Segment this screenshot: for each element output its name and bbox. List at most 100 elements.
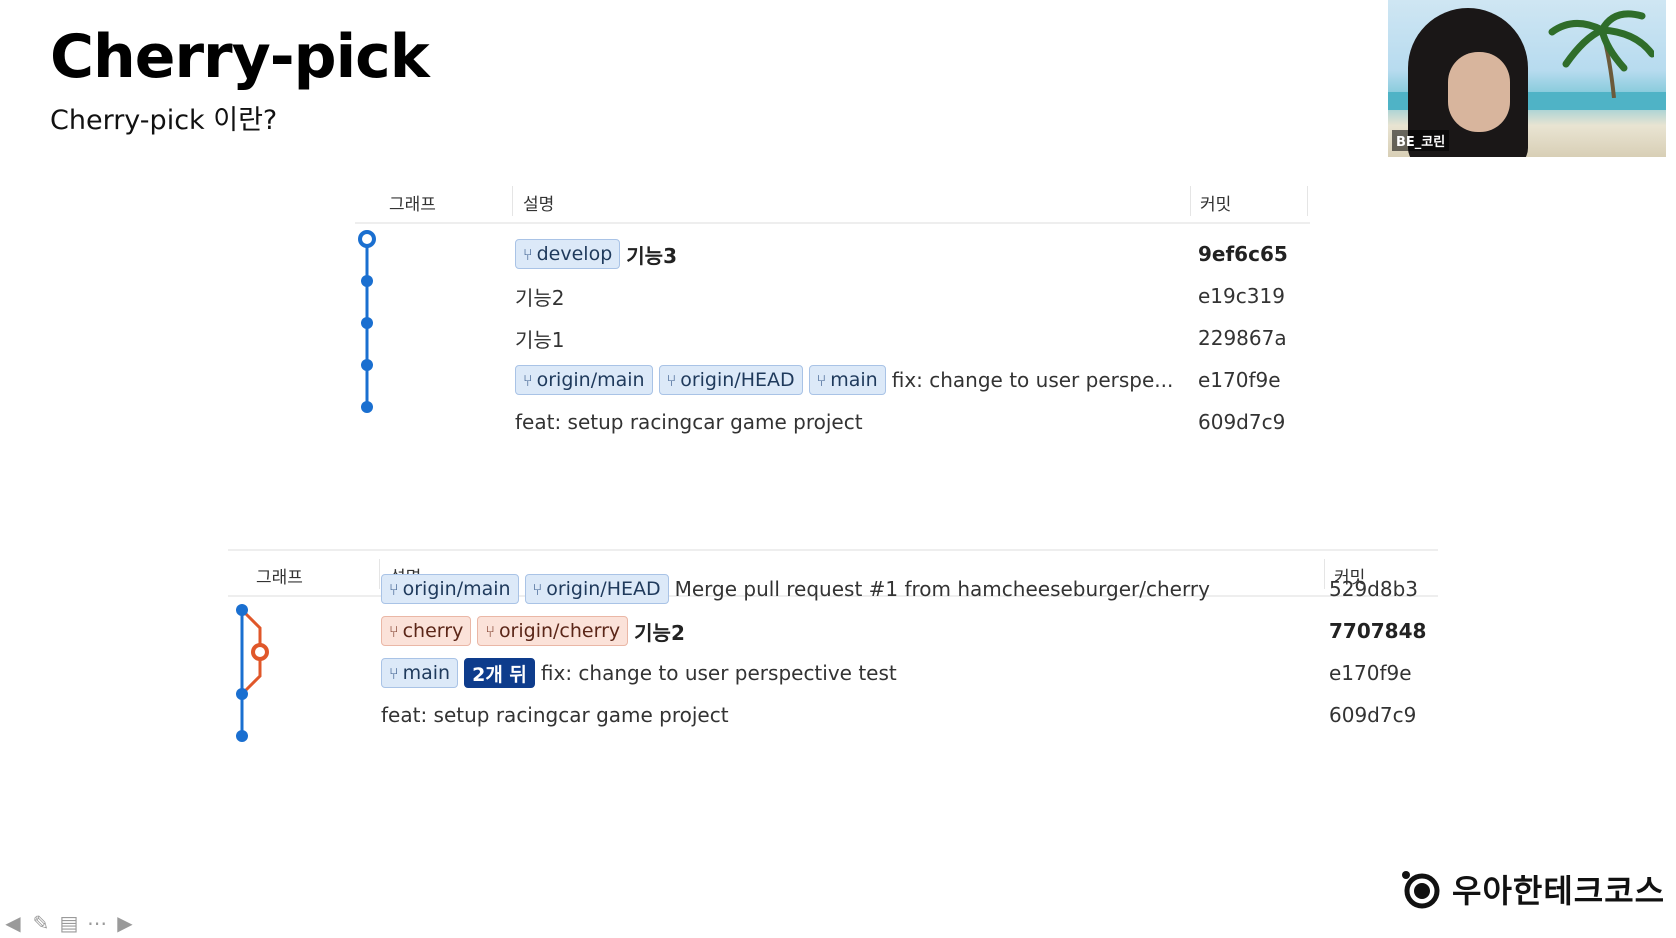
webcam-video: BE_코린 [1388, 0, 1666, 157]
header-commit: 커밋 [1200, 195, 1232, 215]
brand-name: 우아한테크코스 [1452, 872, 1666, 910]
commit-message: feat: setup racingcar game project [381, 703, 729, 727]
commit-description: feat: setup racingcar game project [381, 694, 729, 736]
branch-badge[interactable]: ⑂origin/HEAD [524, 574, 669, 604]
branch-label: develop [536, 243, 613, 265]
branch-icon: ⑂ [485, 621, 495, 641]
slide-title: Cherry-pick [50, 22, 430, 92]
branch-badge[interactable]: ⑂origin/cherry [477, 616, 629, 646]
commit-node [361, 359, 373, 371]
commit-message: 기능3 [626, 243, 677, 268]
branch-label: main [402, 662, 451, 684]
woowa-logo-icon [1402, 871, 1440, 909]
commit-description: ⑂main 2개 뒤 fix: change to user perspective… [381, 652, 897, 694]
branch-label: main [830, 369, 878, 391]
commit-node [361, 317, 373, 329]
branch-label: origin/HEAD [546, 578, 661, 600]
branch-badge[interactable]: ⑂main [381, 658, 459, 688]
branch-icon: ⑂ [389, 663, 399, 683]
branch-label: origin/main [402, 578, 511, 600]
branch-badge[interactable]: ⑂main [808, 365, 886, 395]
header-divider [1190, 186, 1191, 216]
commit-graph [236, 604, 269, 742]
commit-hash: 609d7c9 [1329, 703, 1417, 727]
commit-message: 기능2 [515, 285, 565, 310]
header-commit: 커밋 [1334, 568, 1366, 588]
commit-node [361, 275, 373, 287]
commit-message: fix: change to user perspe... [891, 368, 1174, 392]
branch-badge[interactable]: ⑂develop [515, 239, 621, 269]
arrow-right-icon[interactable]: ▶ [117, 911, 133, 935]
head-commit-node [358, 230, 376, 248]
commit-hash: 529d8b3 [1329, 577, 1419, 601]
branch-icon: ⑂ [523, 244, 533, 264]
commit-hash: 9ef6c65 [1198, 242, 1288, 266]
branch-icon: ⑂ [389, 579, 399, 599]
commit-message: 기능2 [634, 620, 685, 645]
table-row[interactable]: 기능2 e19c319 [355, 275, 1310, 317]
branch-badge[interactable]: 2개 뒤 [464, 658, 535, 688]
table-header: 그래프 설명 커밋 [355, 178, 1310, 224]
header-divider [1307, 186, 1308, 216]
branch-icon: ⑂ [532, 579, 543, 599]
brand-logo: 우아한테크코스 [1398, 866, 1665, 912]
commit-message: 기능1 [515, 327, 565, 352]
header-graph: 그래프 [389, 195, 436, 215]
arrow-left-icon[interactable]: ◀ [5, 911, 21, 935]
webcam-name-tag: BE_코린 [1392, 130, 1450, 151]
branch-label: origin/cherry [498, 620, 621, 642]
presentation-toolbar: ◀ ✎ ▤ ⋯ ▶ [2, 911, 136, 935]
commit-description: 기능1 [515, 317, 565, 359]
branch-label: origin/main [536, 369, 645, 391]
pen-icon[interactable]: ✎ [32, 911, 50, 935]
branch-badge[interactable]: ⑂origin/main [381, 574, 519, 604]
commit-node [236, 604, 248, 616]
commit-hash: 7707848 [1329, 619, 1427, 643]
commit-graph [358, 230, 376, 413]
commit-graph-table-2: 그래프 설명 커밋 ⑂origin/main⑂origin/HEADMerge … [228, 549, 1438, 791]
branch-icon: ⑂ [666, 370, 677, 390]
commit-hash: 609d7c9 [1198, 410, 1286, 434]
person-face [1448, 52, 1510, 132]
table-row[interactable]: feat: setup racingcar game project 609d7c… [355, 401, 1310, 443]
more-icon[interactable]: ⋯ [87, 911, 107, 935]
commit-description: 기능2 [515, 275, 565, 317]
branch-label: cherry [402, 620, 464, 642]
table-row[interactable]: feat: setup racingcar game project 609d7c… [228, 694, 1438, 736]
table-row[interactable]: ⑂main 2개 뒤 fix: change to user perspective… [228, 652, 1438, 694]
branch-badge[interactable]: ⑂cherry [381, 616, 472, 646]
commit-description: feat: setup racingcar game project [515, 401, 863, 443]
header-divider [512, 186, 513, 216]
commit-node [361, 401, 373, 413]
branch-label: 2개 뒤 [472, 663, 527, 686]
branch-icon: ⑂ [816, 370, 827, 390]
header-divider [1324, 559, 1325, 589]
commit-node [236, 730, 248, 742]
commit-node [236, 688, 248, 700]
palm-tree-icon [1548, 10, 1654, 98]
header-description: 설명 [523, 195, 555, 215]
branch-badge[interactable]: ⑂origin/main [515, 365, 653, 395]
branch-label: origin/HEAD [680, 369, 795, 391]
slide-subtitle: Cherry-pick 이란? [50, 105, 278, 136]
head-commit-node [251, 643, 269, 661]
commit-hash: e170f9e [1198, 368, 1281, 392]
branch-badge[interactable]: ⑂origin/HEAD [658, 365, 803, 395]
branch-icon: ⑂ [389, 621, 399, 641]
header-divider [379, 559, 380, 589]
header-graph: 그래프 [256, 568, 303, 588]
commit-message: fix: change to user perspective test [540, 661, 897, 685]
commit-message: feat: setup racingcar game project [515, 410, 863, 434]
commit-hash: e19c319 [1198, 284, 1285, 308]
slides-icon[interactable]: ▤ [59, 911, 79, 935]
